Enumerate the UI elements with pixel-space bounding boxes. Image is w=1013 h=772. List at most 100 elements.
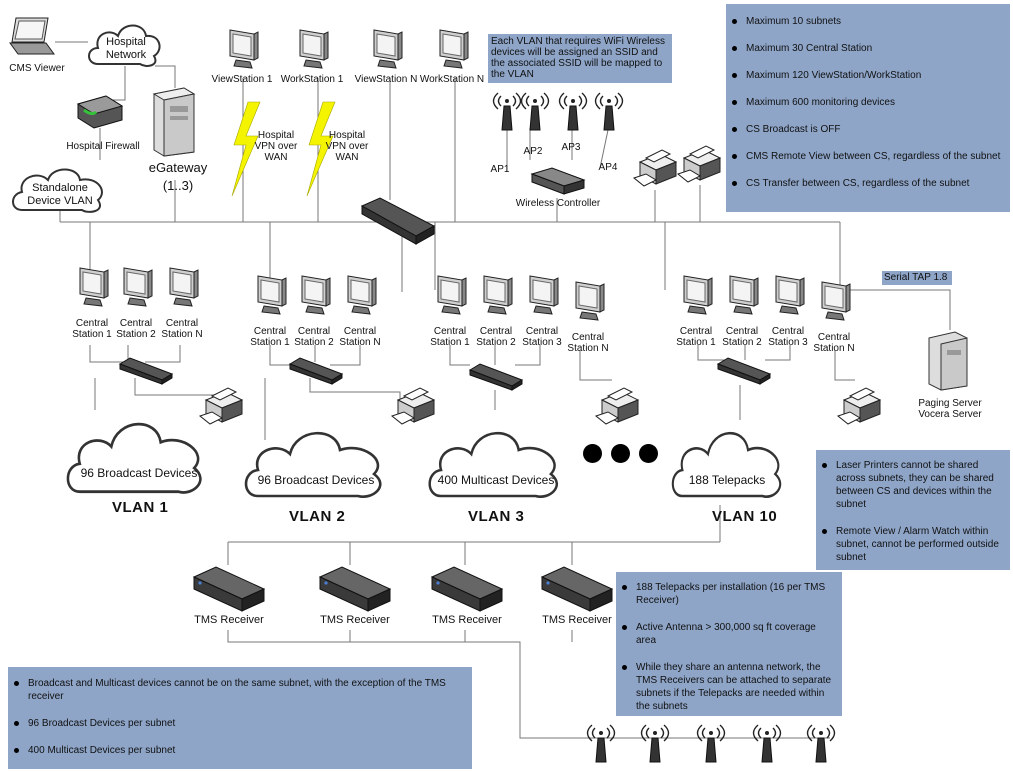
vlan-2-label: VLAN 2 xyxy=(289,508,346,525)
vlan-ssid-note: Each VLAN that requires WiFi Wireless de… xyxy=(488,34,672,83)
limits-item: CMS Remote View between CS, regardless o… xyxy=(732,150,1006,163)
antenna-icon xyxy=(806,724,836,763)
more-vlans-dots xyxy=(583,444,667,468)
egateway-range-label: (1..3) xyxy=(162,178,194,193)
antenna-icon xyxy=(752,724,782,763)
central-station-label: Central Station 3 xyxy=(768,326,808,348)
central-station-monitor-icon xyxy=(575,281,605,321)
device-cloud xyxy=(244,431,382,498)
serial-tap-label: Serial TAP 1.8 xyxy=(882,271,952,285)
access-point-label: AP3 xyxy=(561,142,581,153)
wireless-controller-icon xyxy=(530,167,586,195)
paging-server-icon xyxy=(928,331,968,391)
central-station-label: Central Station N xyxy=(339,326,381,348)
vlan-10-label: VLAN 10 xyxy=(712,508,778,525)
switch-icon xyxy=(288,357,344,385)
access-point-label: AP2 xyxy=(523,146,543,157)
limits-item: Maximum 10 subnets xyxy=(732,15,1006,28)
monitor-icon xyxy=(229,29,259,69)
central-station-label: Central Station 1 xyxy=(72,318,112,340)
printer-icon xyxy=(594,387,640,425)
antenna-icon xyxy=(696,724,726,763)
device-cloud xyxy=(428,431,558,498)
access-point-icon xyxy=(558,92,588,131)
limits-item: CS Broadcast is OFF xyxy=(732,123,1006,136)
vlan-1-label: VLAN 1 xyxy=(112,499,169,516)
central-station-label: Central Station N xyxy=(813,332,855,354)
subnet-note-item: 400 Multicast Devices per subnet xyxy=(14,744,468,757)
limits-item: CS Transfer between CS, regardless of th… xyxy=(732,177,1006,190)
egateway-label: eGateway xyxy=(148,160,208,175)
switch-icon xyxy=(716,357,772,385)
access-point-icon xyxy=(492,92,522,131)
central-station-label: Central Station 3 xyxy=(522,326,562,348)
tms-receiver-icon xyxy=(318,566,392,612)
central-station-monitor-icon xyxy=(821,281,851,321)
limits-item: Maximum 30 Central Station xyxy=(732,42,1006,55)
vpn-lightning xyxy=(231,101,336,197)
telepack-note-item: Active Antenna > 300,000 sq ft coverage … xyxy=(622,621,838,647)
printer-icon xyxy=(198,387,244,425)
standalone-vlan-label: Standalone Device VLAN xyxy=(27,182,93,207)
wireless-controller-label: Wireless Controller xyxy=(515,198,601,209)
central-station-label: Central Station 1 xyxy=(676,326,716,348)
cloud-label: 96 Broadcast Devices xyxy=(80,466,198,480)
limits-item: Maximum 600 monitoring devices xyxy=(732,96,1006,109)
laptop-icon xyxy=(9,17,55,55)
access-point-label: AP4 xyxy=(598,162,618,173)
switch-icon xyxy=(118,357,174,385)
antenna-icon xyxy=(586,724,616,763)
central-station-monitor-icon xyxy=(483,275,513,315)
vpn-label-1: Hospital VPN over WAN xyxy=(254,130,298,163)
central-station-label: Central Station N xyxy=(161,318,203,340)
cloud-label: 96 Broadcast Devices xyxy=(257,473,375,487)
printer-icon xyxy=(676,145,722,183)
central-station-label: Central Station 1 xyxy=(430,326,470,348)
top-station-label: WorkStation N xyxy=(419,74,485,85)
access-point-icon xyxy=(594,92,624,131)
top-station-label: WorkStation 1 xyxy=(280,74,344,85)
central-station-label: Central Station N xyxy=(567,332,609,354)
monitor-icon xyxy=(299,29,329,69)
printer-icon xyxy=(390,387,436,425)
printer-icon xyxy=(836,387,882,425)
central-station-monitor-icon xyxy=(79,267,109,307)
central-station-monitor-icon xyxy=(123,267,153,307)
hospital-firewall-label: Hospital Firewall xyxy=(66,141,140,152)
tms-receiver-label: TMS Receiver xyxy=(320,614,390,626)
subnet-note-item: Broadcast and Multicast devices cannot b… xyxy=(14,677,468,703)
telepack-note-item: 188 Telepacks per installation (16 per T… xyxy=(622,581,838,607)
central-station-monitor-icon xyxy=(437,275,467,315)
access-point-icon xyxy=(520,92,550,131)
tms-receiver-label: TMS Receiver xyxy=(194,614,264,626)
top-station-label: ViewStation N xyxy=(354,74,418,85)
subnet-note: Broadcast and Multicast devices cannot b… xyxy=(8,667,472,769)
central-station-label: Central Station 2 xyxy=(294,326,334,348)
paging-server-label: Paging Server xyxy=(918,398,982,409)
central-station-label: Central Station 1 xyxy=(250,326,290,348)
monitor-icon xyxy=(439,29,469,69)
printer-icon xyxy=(632,149,678,187)
central-station-monitor-icon xyxy=(301,275,331,315)
central-station-monitor-icon xyxy=(529,275,559,315)
vlan-3-label: VLAN 3 xyxy=(468,508,525,525)
cms-viewer-label: CMS Viewer xyxy=(9,63,65,74)
monitor-icon xyxy=(373,29,403,69)
access-point-label: AP1 xyxy=(490,164,510,175)
telepack-note-item: While they share an antenna network, the… xyxy=(622,661,838,713)
central-station-monitor-icon xyxy=(775,275,805,315)
limits-item: Maximum 120 ViewStation/WorkStation xyxy=(732,69,1006,82)
printer-note-item: Remote View / Alarm Watch within subnet,… xyxy=(822,525,1006,564)
central-station-monitor-icon xyxy=(683,275,713,315)
tms-receiver-icon xyxy=(540,566,614,612)
hospital-network-cloud xyxy=(88,24,161,67)
network-switch-icon xyxy=(360,197,436,245)
central-station-monitor-icon xyxy=(257,275,287,315)
server-icon xyxy=(152,87,196,157)
telepack-note: 188 Telepacks per installation (16 per T… xyxy=(616,572,842,716)
central-station-monitor-icon xyxy=(347,275,377,315)
device-cloud xyxy=(66,422,202,494)
vocera-server-label: Vocera Server xyxy=(918,409,982,420)
cloud-label: 400 Multicast Devices xyxy=(437,473,555,487)
